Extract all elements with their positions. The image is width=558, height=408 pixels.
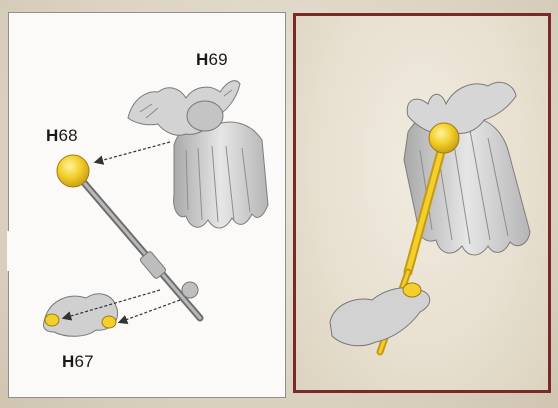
banner-cloth-part: [174, 122, 268, 228]
hand-part: [43, 294, 117, 336]
assembled-hand: [330, 283, 430, 346]
part-label-h68: H68: [46, 126, 78, 146]
assembled-eagle-topper: [407, 82, 516, 134]
part-label-h69: H69: [196, 50, 228, 70]
part-label-h67: H67: [62, 352, 94, 372]
